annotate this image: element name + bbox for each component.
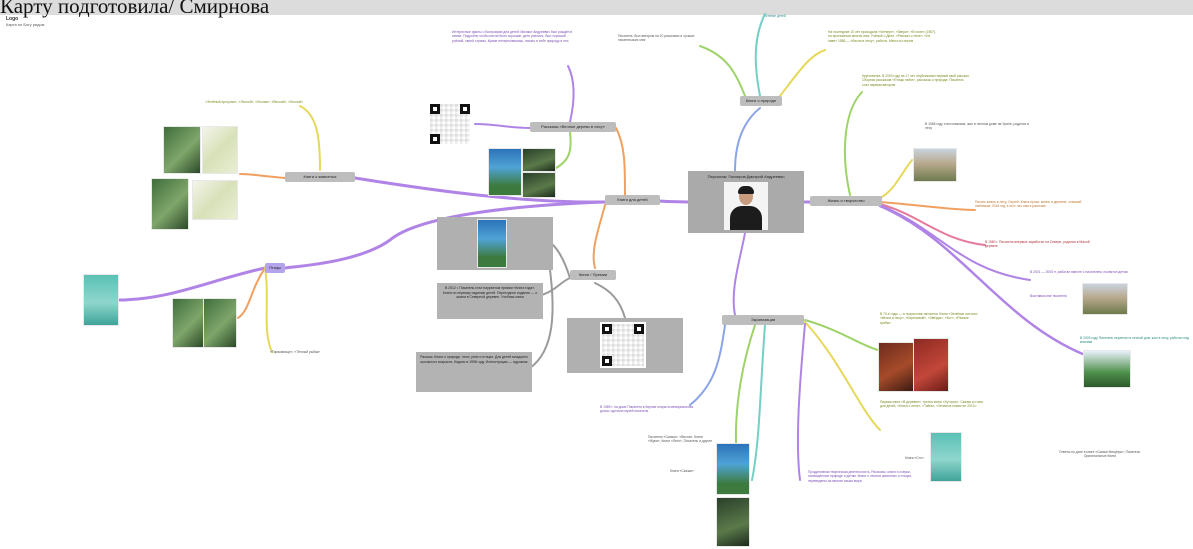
header-bar xyxy=(0,0,1193,15)
book-thumbnail xyxy=(488,148,522,196)
note-olive-left-top: «Зелёный прогулки», «Лесной», «Лесник», … xyxy=(205,100,303,104)
book-panel xyxy=(437,217,553,270)
book-cover-image xyxy=(477,219,507,268)
book-thumbnail xyxy=(151,178,189,230)
connector-life-orange xyxy=(879,201,976,211)
connector-awards-panel xyxy=(552,244,571,279)
connector-kindness-nature xyxy=(615,127,626,196)
connector-small-note xyxy=(264,267,273,353)
note-gray-left-bottom: «Тараканище», «Тёплый рыбак» xyxy=(270,350,321,354)
note-gray-top: Писатель: был автором на 10 рассказах и … xyxy=(618,34,695,43)
central-title: Персонаж: Гаснеров Дмитрий Андреевич xyxy=(707,174,785,179)
connector-adaptations-purple xyxy=(796,323,806,481)
book-thumbnail xyxy=(163,126,201,174)
logo: Logo xyxy=(6,16,19,22)
note-purple-bottom: Продуктивная творческая деятельность. Ра… xyxy=(808,470,913,483)
book-thumbnail xyxy=(83,274,119,326)
connector-small-book xyxy=(116,266,267,302)
note-teal-top: Чтение детей xyxy=(765,14,786,18)
connector-small-books xyxy=(237,267,266,319)
qr-panel xyxy=(567,318,683,373)
book-thumbnail xyxy=(172,298,204,348)
qr-code-icon[interactable] xyxy=(428,102,472,146)
connector-adaptations-green xyxy=(804,319,879,351)
photo-thumbnail xyxy=(913,148,957,182)
note-blue-bottom: В 1989 г. на доме Писателя в Кирове откр… xyxy=(600,405,694,414)
author-portrait xyxy=(724,182,768,230)
photo-thumbnail xyxy=(1083,350,1131,388)
connector-kindness-awards xyxy=(592,204,606,269)
connector-adaptations-teal xyxy=(751,324,766,481)
connector-nature-qr xyxy=(474,123,531,129)
book-thumbnail xyxy=(192,180,238,220)
connector-about-teal xyxy=(754,13,766,97)
connector-life-red xyxy=(879,203,986,246)
connector-about-olive xyxy=(779,49,826,97)
connector-life-photo1 xyxy=(879,159,913,199)
node-animals[interactable]: Книги о животных xyxy=(285,172,355,182)
book-thumbnail xyxy=(878,342,914,392)
node-adaptations[interactable]: Экранизации xyxy=(722,315,804,325)
book-thumbnail xyxy=(202,126,238,174)
note-orange-mid: Писать жизнь в лесу, Сергей. Книга-проза… xyxy=(975,200,1082,209)
connector-kindness-animals xyxy=(353,176,607,204)
note-gray-bottom-right: Ответы по дате в книге «Сказки Мещёры», … xyxy=(1058,450,1142,459)
connector-adaptations-blue xyxy=(689,324,726,406)
connector-adaptations-yellow xyxy=(804,321,881,431)
info-card-2: Рассказ. Книги о природе, лесе, реке и п… xyxy=(416,352,532,392)
qr-code-icon[interactable] xyxy=(600,322,646,368)
connector-awards-card2 xyxy=(529,269,554,369)
note-red-mid: В 1980 г. Писатель впервые заработал на … xyxy=(985,240,1090,249)
node-about-author[interactable]: Рассказы «Вечное дерево в лесу» xyxy=(530,122,616,132)
note-green-bottom2: Книги «Сказки» xyxy=(670,469,694,473)
book-thumbnail xyxy=(930,432,962,482)
connector-about-gray xyxy=(699,45,746,97)
info-card-1: В 2012 г. Писатель стал лауреатом премии… xyxy=(437,283,543,319)
note-purple-right2: Выставка книг писателя xyxy=(1030,294,1067,298)
book-thumbnail xyxy=(522,148,556,172)
central-node[interactable]: Персонаж: Гаснеров Дмитрий Андреевич xyxy=(688,171,804,233)
note-olive-right: Кругосветка. В 2003 году на 17 лет опубл… xyxy=(862,74,970,87)
node-nature[interactable]: Книги о природе xyxy=(740,96,782,106)
connector-life-teal xyxy=(878,204,1087,357)
note-olive-top-right: На последние 10 лет проходила «Четверг»,… xyxy=(828,30,936,43)
connector-awards-qr xyxy=(594,282,626,319)
connector-nature-purple-note xyxy=(567,65,575,123)
book-thumbnail xyxy=(716,497,750,547)
note-yellow-books: Первая книга «В деревне», третья книга «… xyxy=(880,400,984,409)
node-kindness[interactable]: Книги для детей xyxy=(605,195,660,205)
photo-thumbnail xyxy=(1082,283,1128,315)
note-purple-top: Интересные факты о Биографии для детей: … xyxy=(452,30,573,43)
book-thumbnail xyxy=(203,298,237,348)
connector-animals-books xyxy=(239,173,286,179)
note-gray-small: Книга «Сто» xyxy=(905,456,924,460)
book-thumbnail xyxy=(913,338,949,392)
connector-kindness-reading xyxy=(283,200,607,270)
connector-animals-note xyxy=(299,105,321,171)
note-teal-right: В 2009 году Писатель переехал в лесной д… xyxy=(1080,336,1189,345)
note-olive-books: В 70-е годы — в творчестве писателя. Кни… xyxy=(880,312,979,325)
note-green-bottom: Писатель «Сказки». «Весна», Книги «Жуки»… xyxy=(648,435,713,444)
note-purple-right1: В 2001 — 2005 гг. работал вместе с писат… xyxy=(1030,270,1128,274)
connector-nature-books xyxy=(555,131,572,169)
connector-central-about xyxy=(734,107,761,172)
node-awards[interactable]: Книги / Премии xyxy=(570,270,616,280)
book-thumbnail xyxy=(522,172,556,198)
note-photo-caption: В 1968 году стал книжным, жил в лесном д… xyxy=(925,122,1029,131)
header-caption: Карту подготовила/ Смирнова xyxy=(0,0,270,18)
node-life[interactable]: Жизнь и творчество xyxy=(810,196,882,206)
map-subtitle: Карта по Богу рядом xyxy=(6,22,45,27)
connector-central-adaptations xyxy=(732,232,746,316)
node-small[interactable]: Птицы xyxy=(265,263,285,273)
connector-life-olive xyxy=(843,91,863,196)
book-thumbnail xyxy=(716,443,750,495)
